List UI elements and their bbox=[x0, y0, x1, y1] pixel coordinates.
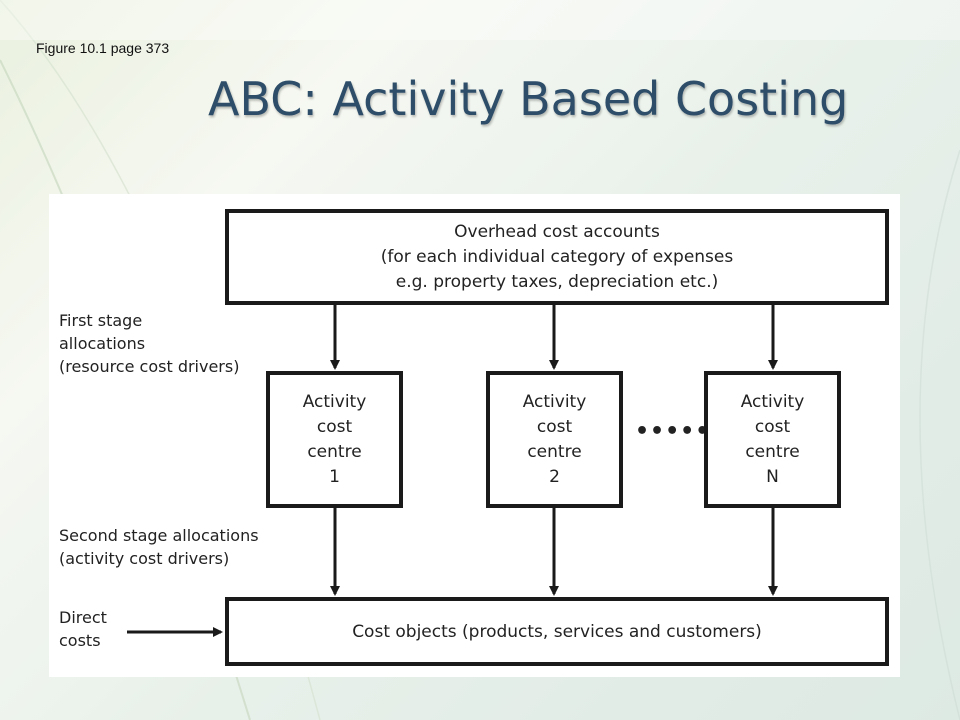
activity-line: cost bbox=[316, 416, 353, 437]
diagram-arrows bbox=[127, 305, 778, 637]
activity-line: Activity bbox=[740, 391, 805, 412]
first-stage-line: First stage bbox=[59, 311, 143, 330]
activity-line: Activity bbox=[302, 391, 367, 412]
activity-line: N bbox=[766, 466, 779, 487]
slide-title: ABC: Activity Based Costing bbox=[208, 72, 849, 126]
overhead-line: (for each individual category of expense… bbox=[380, 246, 734, 267]
abc-diagram: Overhead cost accounts (for each individ… bbox=[49, 194, 900, 677]
activity-line: cost bbox=[754, 416, 791, 437]
cost-objects-box: Cost objects (products, services and cus… bbox=[225, 597, 889, 666]
activity-line: centre bbox=[307, 441, 362, 462]
first-stage-line: (resource cost drivers) bbox=[59, 357, 240, 376]
activity-cost-centre-1-box: Activity cost centre 1 bbox=[266, 371, 403, 508]
overhead-line: Overhead cost accounts bbox=[454, 221, 660, 242]
figure-reference: Figure 10.1 page 373 bbox=[36, 40, 170, 56]
cost-objects-label: Cost objects (products, services and cus… bbox=[352, 621, 762, 642]
ellipsis-dots: ••••• bbox=[635, 419, 711, 444]
second-stage-label: Second stage allocations (activity cost … bbox=[59, 524, 259, 570]
activity-line: 2 bbox=[549, 466, 560, 487]
activity-line: 1 bbox=[329, 466, 340, 487]
activity-line: cost bbox=[536, 416, 573, 437]
direct-costs-line: Direct bbox=[59, 608, 107, 627]
first-stage-line: allocations bbox=[59, 334, 146, 353]
activity-cost-centre-2-box: Activity cost centre 2 bbox=[486, 371, 623, 508]
overhead-cost-accounts-box: Overhead cost accounts (for each individ… bbox=[225, 209, 889, 305]
second-stage-line: Second stage allocations bbox=[59, 526, 259, 545]
direct-costs-line: costs bbox=[59, 631, 101, 650]
activity-cost-centre-n-box: Activity cost centre N bbox=[704, 371, 841, 508]
direct-costs-label: Direct costs bbox=[59, 606, 107, 652]
activity-line: Activity bbox=[522, 391, 587, 412]
first-stage-label: First stage allocations (resource cost d… bbox=[59, 309, 239, 378]
second-stage-line: (activity cost drivers) bbox=[59, 549, 230, 568]
overhead-line: e.g. property taxes, depreciation etc.) bbox=[395, 271, 719, 292]
activity-line: centre bbox=[745, 441, 800, 462]
activity-line: centre bbox=[527, 441, 582, 462]
